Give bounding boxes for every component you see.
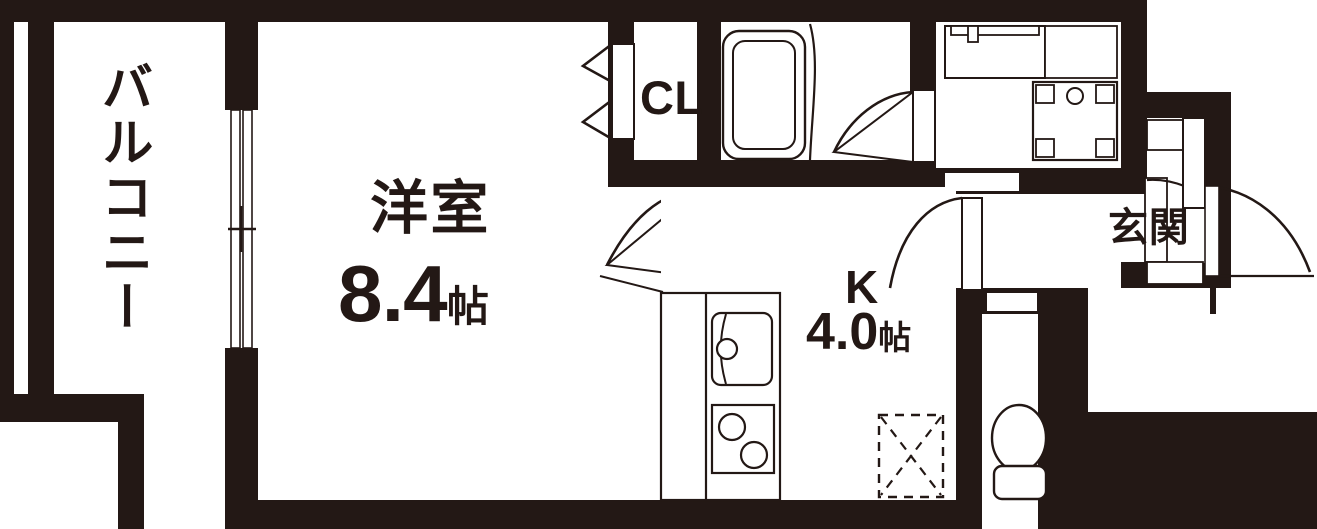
western-room-area-value: 8.4 bbox=[338, 249, 448, 338]
bathroom-area bbox=[721, 22, 936, 164]
toilet-door[interactable] bbox=[985, 291, 1039, 313]
kitchen-area-unit: 帖 bbox=[878, 319, 912, 356]
bedroom-west-wall-lower bbox=[225, 348, 258, 529]
bathroom-partition-curve bbox=[808, 23, 816, 161]
kitchen-sink bbox=[710, 311, 774, 387]
closet-floor bbox=[634, 22, 697, 160]
refrigerator-space bbox=[877, 413, 945, 499]
closet-area bbox=[580, 22, 697, 160]
entrance-door[interactable] bbox=[1182, 117, 1314, 278]
washing-machine-pan bbox=[944, 25, 1046, 79]
toilet-west-wall bbox=[956, 288, 982, 529]
balcony-floor bbox=[54, 22, 225, 394]
gas-stove-two-burner bbox=[710, 403, 776, 475]
bedroom-floor bbox=[258, 22, 608, 500]
bathroom-door[interactable] bbox=[831, 89, 936, 164]
washbasin-vanity bbox=[1031, 80, 1119, 162]
kitchen-name-label: K bbox=[845, 261, 879, 313]
wall-nub-b bbox=[608, 22, 634, 44]
balcony-label: バルコニー bbox=[93, 60, 151, 336]
bedroom-west-wall bbox=[225, 0, 258, 110]
balcony-bottom-step bbox=[118, 394, 144, 529]
closet-folding-door[interactable] bbox=[580, 42, 635, 141]
western-room-area-unit: 帖 bbox=[446, 283, 489, 330]
toilet-area bbox=[982, 291, 1048, 514]
kitchen-hall-door[interactable] bbox=[888, 196, 983, 291]
western-room-area-label: 8.4帖 bbox=[338, 254, 489, 334]
kitchen-area-value: 4.0 bbox=[806, 303, 879, 361]
kitchen-counter-unit bbox=[659, 291, 782, 502]
closet-east-wall bbox=[697, 22, 721, 182]
balcony-area bbox=[54, 22, 256, 394]
north-exterior-wall bbox=[258, 0, 1147, 22]
entrance-west-wall bbox=[1121, 112, 1147, 194]
washroom-area bbox=[936, 22, 1121, 284]
entrance-label: 玄関 bbox=[1108, 206, 1190, 250]
bathroom-south-wall bbox=[721, 160, 936, 187]
balcony-sliding-window[interactable] bbox=[228, 109, 256, 349]
kitchen-supply-line bbox=[599, 275, 664, 293]
western-room-name-label: 洋室 bbox=[370, 176, 491, 241]
kitchen-south-wall bbox=[258, 500, 962, 529]
entrance-area bbox=[1088, 117, 1314, 412]
bathtub bbox=[721, 29, 807, 161]
balcony-top-wall bbox=[0, 0, 258, 22]
closet-label: CL bbox=[640, 71, 704, 124]
washroom-counter bbox=[1044, 25, 1118, 79]
kitchen-area-label: 4.0帖 bbox=[806, 306, 911, 358]
kitchen-area bbox=[599, 187, 1121, 502]
entrance-tile bbox=[1088, 288, 1210, 412]
toilet bbox=[990, 403, 1048, 501]
balcony-left-rail-inner bbox=[28, 22, 54, 394]
wall-nub-a bbox=[608, 138, 634, 162]
hall-north-wall bbox=[608, 160, 721, 187]
balcony-left-rail bbox=[0, 22, 14, 394]
